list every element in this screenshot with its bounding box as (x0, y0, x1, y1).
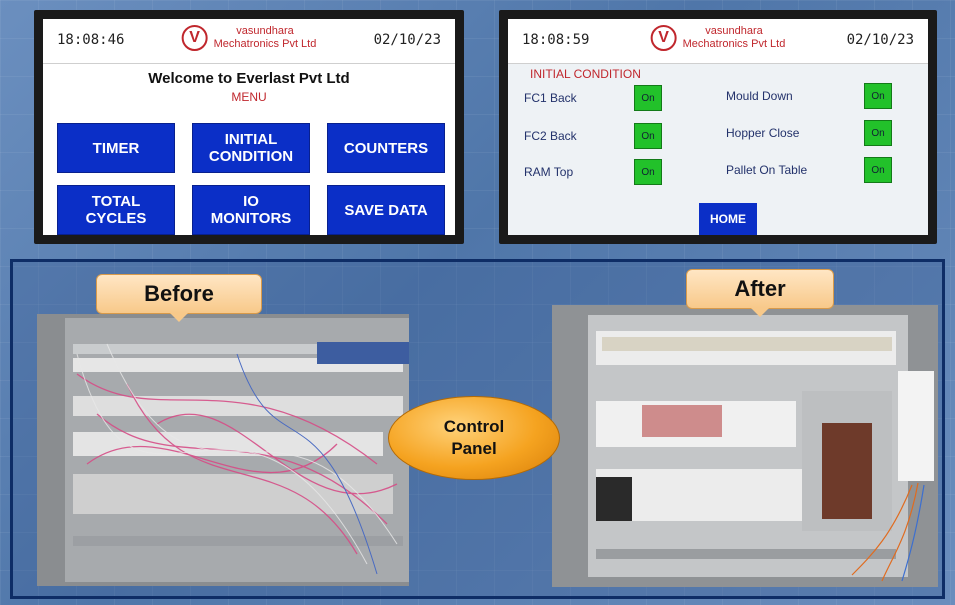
after-panel-photo (552, 305, 938, 587)
hopper-close-on-indicator[interactable]: On (864, 120, 892, 146)
fc1-back-on-indicator[interactable]: On (634, 85, 662, 111)
home-button[interactable]: HOME (699, 203, 757, 235)
condition-label: Mould Down (726, 89, 793, 103)
logo-name: vasundhara (705, 25, 763, 37)
hmi-header: 18:08:46 V vasundhara Mechatronics Pvt L… (43, 19, 455, 64)
initial-condition-title: INITIAL CONDITION (530, 67, 641, 81)
logo-v-icon: V (650, 25, 677, 51)
logo-company: Mechatronics Pvt Ltd (682, 38, 786, 50)
hmi-date: 02/10/23 (846, 32, 914, 48)
control-panel-badge: Control Panel (388, 396, 560, 480)
before-panel-illustration (37, 314, 409, 586)
hmi-menu-screen: 18:08:46 V vasundhara Mechatronics Pvt L… (34, 10, 464, 244)
io-monitors-button[interactable]: IO MONITORS (192, 185, 310, 235)
pallet-on-table-on-indicator[interactable]: On (864, 157, 892, 183)
mould-down-on-indicator[interactable]: On (864, 83, 892, 109)
hmi-date: 02/10/23 (373, 32, 441, 48)
total-cycles-button[interactable]: TOTAL CYCLES (57, 185, 175, 235)
condition-label: FC2 Back (524, 129, 577, 143)
before-panel-photo (37, 314, 409, 586)
save-data-button[interactable]: SAVE DATA (327, 185, 445, 235)
menu-grid: TIMER INITIAL CONDITION COUNTERS TOTAL C… (57, 123, 445, 235)
condition-label: FC1 Back (524, 91, 577, 105)
hmi-header: 18:08:59 V vasundhara Mechatronics Pvt L… (508, 19, 928, 64)
counters-button[interactable]: COUNTERS (327, 123, 445, 173)
condition-pallet-on-table: Pallet On Table On (726, 157, 892, 183)
fc2-back-on-indicator[interactable]: On (634, 123, 662, 149)
hmi-time: 18:08:59 (522, 32, 590, 48)
vasundhara-logo: V vasundhara Mechatronics Pvt Ltd (650, 25, 786, 51)
vasundhara-logo: V vasundhara Mechatronics Pvt Ltd (181, 25, 317, 51)
hmi-menu-display: 18:08:46 V vasundhara Mechatronics Pvt L… (43, 19, 455, 235)
hmi-time: 18:08:46 (57, 32, 125, 48)
condition-fc1-back: FC1 Back On (524, 85, 662, 111)
condition-label: RAM Top (524, 165, 574, 179)
after-panel-illustration (552, 305, 938, 587)
hmi-initial-condition-display: 18:08:59 V vasundhara Mechatronics Pvt L… (508, 19, 928, 235)
after-label: After (686, 269, 834, 309)
ram-top-on-indicator[interactable]: On (634, 159, 662, 185)
condition-fc2-back: FC2 Back On (524, 123, 662, 149)
hmi-initial-condition-screen: 18:08:59 V vasundhara Mechatronics Pvt L… (499, 10, 937, 244)
logo-company: Mechatronics Pvt Ltd (213, 38, 317, 50)
logo-v-icon: V (181, 25, 208, 51)
before-label: Before (96, 274, 262, 314)
menu-label: MENU (231, 90, 267, 104)
welcome-title: Welcome to Everlast Pvt Ltd (148, 70, 350, 87)
condition-label: Hopper Close (726, 126, 800, 140)
condition-ram-top: RAM Top On (524, 159, 662, 185)
timer-button[interactable]: TIMER (57, 123, 175, 173)
initial-condition-button[interactable]: INITIAL CONDITION (192, 123, 310, 173)
condition-mould-down: Mould Down On (726, 83, 892, 109)
condition-label: Pallet On Table (726, 163, 808, 177)
logo-name: vasundhara (236, 25, 294, 37)
condition-hopper-close: Hopper Close On (726, 120, 892, 146)
